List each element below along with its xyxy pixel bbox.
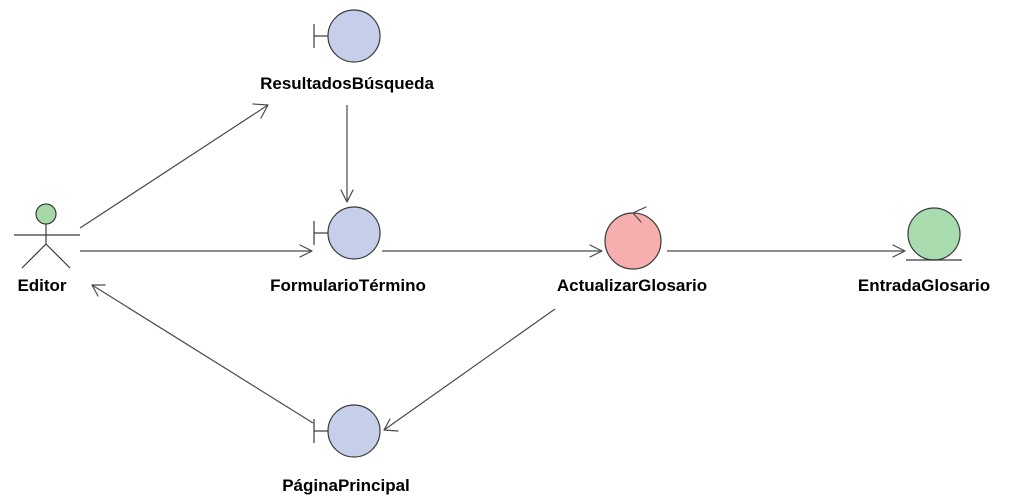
entity-entrada-label: EntradaGlosario [858,276,990,295]
edge-formulario-to-actualizar [382,244,603,258]
edge-resultados-to-formulario [340,105,354,203]
boundary-icon [313,9,381,63]
boundary-pagina-label: PáginaPrincipal [282,476,410,495]
boundary-pagina-principal[interactable]: PáginaPrincipal [282,404,410,495]
entity-entrada-glosario[interactable]: EntradaGlosario [858,207,990,295]
edge-actualizar-to-pagina [383,308,556,432]
actor-icon [14,203,80,269]
edge-editor-to-formulario [80,244,313,258]
edge-actualizar-to-entrada [667,244,906,258]
boundary-icon [313,404,381,458]
boundary-formulario-termino[interactable]: FormularioTérmino [270,206,426,295]
edge-editor-to-resultados [79,103,269,229]
actor-editor[interactable]: Editor [14,203,80,295]
entity-icon [906,207,962,261]
boundary-formulario-label: FormularioTérmino [270,276,426,295]
control-icon [604,206,662,270]
edge-pagina-to-editor [91,284,314,424]
control-actualizar-glosario[interactable]: ActualizarGlosario [557,206,707,295]
actor-editor-label: Editor [17,276,66,295]
boundary-icon [313,206,381,260]
boundary-resultados-busqueda[interactable]: ResultadosBúsqueda [260,9,434,93]
boundary-resultados-label: ResultadosBúsqueda [260,74,434,93]
control-actualizar-label: ActualizarGlosario [557,276,707,295]
